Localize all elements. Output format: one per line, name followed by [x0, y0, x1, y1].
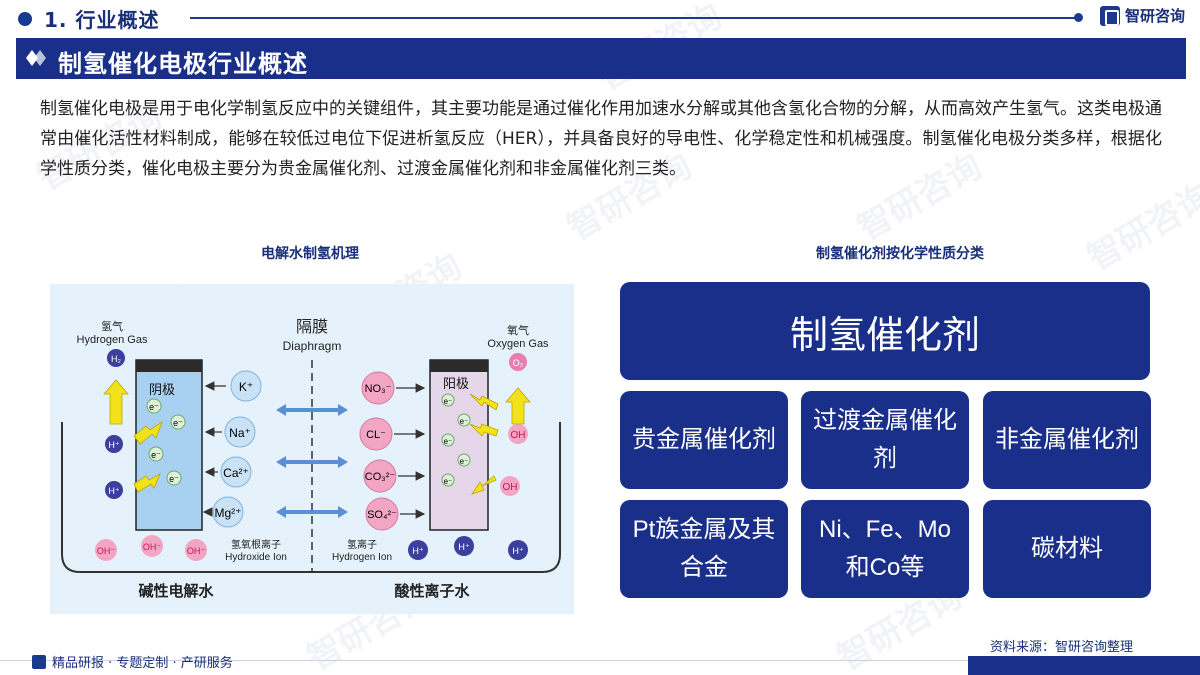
anode-electrode	[429, 359, 489, 531]
cathode-label: 阴极	[149, 382, 175, 397]
title-banner	[16, 38, 1186, 79]
h2-label-cn: 氢气	[101, 319, 123, 333]
cation-arrows	[202, 381, 226, 517]
anion-label: SO₄²⁻	[367, 509, 397, 521]
h2-label-en: Hydrogen Gas	[77, 334, 148, 346]
source-note: 资料来源：智研咨询整理	[990, 640, 1134, 655]
hydroxide-label-en: Hydroxide Ion	[225, 552, 287, 563]
cation-label: Na⁺	[229, 426, 251, 440]
electron-label: e⁻	[460, 417, 469, 426]
alkaline-label: 碱性电解水	[138, 582, 214, 600]
gas-flow-arrows	[103, 379, 531, 495]
hydrogen-ion-label-cn: 氢离子	[347, 538, 377, 551]
catalyst-example-carbon: 碳材料	[983, 500, 1151, 598]
h-plus-symbol: H⁺	[108, 440, 119, 450]
h-plus-ion	[105, 481, 123, 499]
diaphragm-label-cn: 隔膜	[296, 318, 328, 336]
watermark: 智研咨询	[1080, 176, 1200, 279]
acidic-label: 酸性离子水	[394, 582, 470, 600]
footer-services-text: 精品研报 · 专题定制 · 产研服务	[52, 656, 233, 671]
catalyst-example-transition: Ni、Fe、Mo和Co等	[801, 500, 969, 598]
ion-exchange-arrows	[276, 404, 348, 518]
h-plus-label: H⁺	[512, 546, 523, 556]
o2-label-cn: 氧气	[507, 323, 529, 337]
bottom-ions: OH⁻ OH⁻ OH⁻ H⁺ H⁺ H⁺	[95, 535, 528, 561]
anion-arrows	[394, 383, 426, 519]
cation-label: Ca²⁺	[223, 466, 249, 480]
electrolysis-diagram: 隔膜 Diaphragm 氢气 Hydrogen Gas 氧气 Oxygen G…	[50, 284, 574, 614]
intro-paragraph: 制氢催化电极是用于电化学制氢反应中的关键组件，其主要功能是通过催化作用加速水分解…	[40, 99, 1162, 179]
catalyst-root-box: 制氢催化剂	[620, 282, 1150, 380]
anode-label: 阳极	[443, 376, 469, 391]
footer-divider	[0, 660, 980, 661]
right-figure-caption: 制氢催化剂按化学性质分类	[816, 246, 984, 262]
electron-label: e⁻	[149, 402, 159, 412]
anion-label: CL⁻	[366, 429, 386, 441]
header-divider	[190, 17, 1080, 19]
anion-label: NO₃⁻	[365, 383, 392, 395]
brand-name: 智研咨询	[1125, 7, 1186, 25]
anion-label: CO₃²⁻	[365, 471, 396, 483]
tank-outline	[61, 422, 561, 573]
header-divider-end	[1074, 13, 1083, 22]
hydroxide-label-cn: 氢氧根离子	[231, 538, 281, 551]
oh-ion	[500, 476, 520, 496]
footer-logo-icon	[32, 654, 46, 669]
header-dot	[18, 12, 32, 26]
diaphragm-label-en: Diaphragm	[283, 339, 342, 353]
cathode-cap	[136, 360, 202, 372]
oh-ion	[508, 424, 528, 444]
footer-services: 精品研报 · 专题定制 · 产研服务	[32, 652, 233, 671]
page-title: 制氢催化电极行业概述	[58, 50, 308, 78]
o2-symbol: O₂	[513, 358, 524, 368]
oh-symbol: OH	[503, 482, 518, 493]
cathode-electrons: e⁻ e⁻ e⁻ e⁻	[146, 398, 186, 486]
cation-label: K⁺	[239, 380, 253, 394]
section-title: 1. 行业概述	[44, 8, 160, 32]
diamond-icon	[26, 50, 46, 66]
cation-label: Mg²⁺	[215, 506, 242, 520]
anode-cap	[430, 360, 488, 372]
anode-electrons: e⁻ e⁻ e⁻ e⁻ e⁻	[441, 393, 471, 487]
electron-label: e⁻	[460, 457, 469, 466]
electron-label: e⁻	[444, 477, 453, 486]
o2-label-en: Oxygen Gas	[487, 338, 549, 350]
h-plus-label: H⁺	[412, 546, 423, 556]
h2-molecule	[107, 349, 125, 367]
h-plus-symbol: H⁺	[108, 486, 119, 496]
electron-label: e⁻	[151, 450, 161, 460]
oh-minus-label: OH⁻	[143, 542, 162, 552]
anions: NO₃⁻ CL⁻ CO₃²⁻ SO₄²⁻	[359, 371, 399, 531]
electron-label: e⁻	[169, 474, 179, 484]
o2-molecule	[509, 353, 527, 371]
electron-label: e⁻	[444, 437, 453, 446]
catalyst-type-precious-metal: 贵金属催化剂	[620, 391, 788, 489]
electron-label: e⁻	[444, 397, 453, 406]
oh-symbol: OH	[511, 430, 526, 441]
oh-minus-label: OH⁻	[187, 546, 206, 556]
h2-symbol: H₂	[111, 354, 121, 364]
h-plus-ion	[105, 435, 123, 453]
h-plus-label: H⁺	[458, 542, 469, 552]
footer-accent-bar	[968, 656, 1200, 675]
catalyst-type-non-metal: 非金属催化剂	[983, 391, 1151, 489]
cations: K⁺ Na⁺ Ca²⁺ Mg²⁺	[212, 370, 262, 528]
left-figure-caption: 电解水制氢机理	[261, 246, 359, 262]
electron-label: e⁻	[173, 418, 183, 428]
catalyst-example-pt: Pt族金属及其合金	[620, 500, 788, 598]
oh-minus-label: OH⁻	[97, 546, 116, 556]
hydrogen-ion-label-en: Hydrogen Ion	[332, 552, 392, 563]
brand: 智研咨询	[1100, 5, 1185, 26]
catalyst-type-transition-metal: 过渡金属催化剂	[801, 391, 969, 489]
brand-logo-icon	[1100, 5, 1120, 26]
